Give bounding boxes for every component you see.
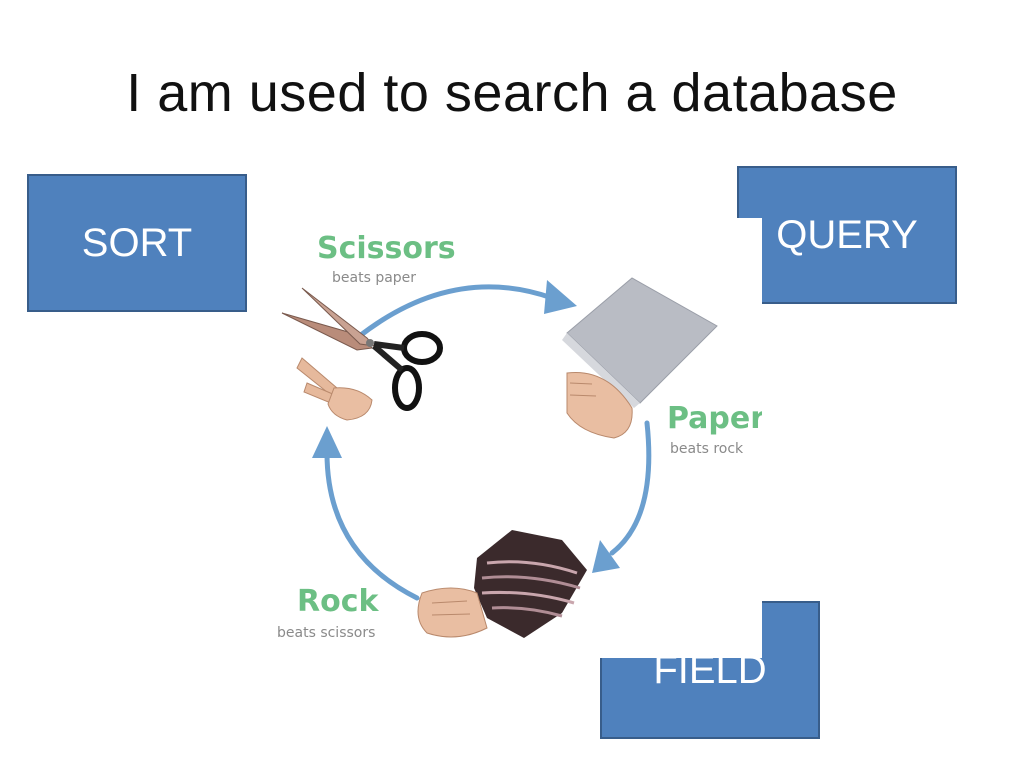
rock-caption: beats scissors — [277, 625, 375, 641]
rock-fist-icon — [417, 587, 488, 638]
sort-answer-button[interactable]: SORT — [27, 174, 247, 312]
rock-label: Rock — [297, 584, 379, 619]
scissors-hand-icon — [296, 357, 373, 421]
scissors-caption: beats paper — [332, 270, 416, 286]
rock-paper-scissors-diagram: Scissors beats paper Paper beats rock — [262, 218, 762, 658]
scissors-label: Scissors — [317, 231, 456, 266]
arrowhead-icon — [544, 280, 577, 314]
arrowhead-icon — [592, 540, 620, 573]
paper-sheet-icon — [562, 277, 718, 408]
arrowhead-icon — [312, 426, 342, 458]
paper-label: Paper — [667, 401, 762, 436]
arrow-paper-to-rock — [609, 420, 652, 556]
paper-caption: beats rock — [670, 441, 744, 457]
query-answer-button[interactable]: QUERY — [737, 166, 957, 304]
cycle-arrows — [324, 284, 652, 601]
paper-hand-icon — [566, 371, 633, 439]
slide-title: I am used to search a database — [126, 63, 898, 123]
rock-icon — [474, 530, 587, 638]
arrow-scissors-to-paper — [354, 284, 555, 341]
arrow-rock-to-scissors — [324, 450, 420, 601]
scissors-icon — [281, 287, 443, 411]
